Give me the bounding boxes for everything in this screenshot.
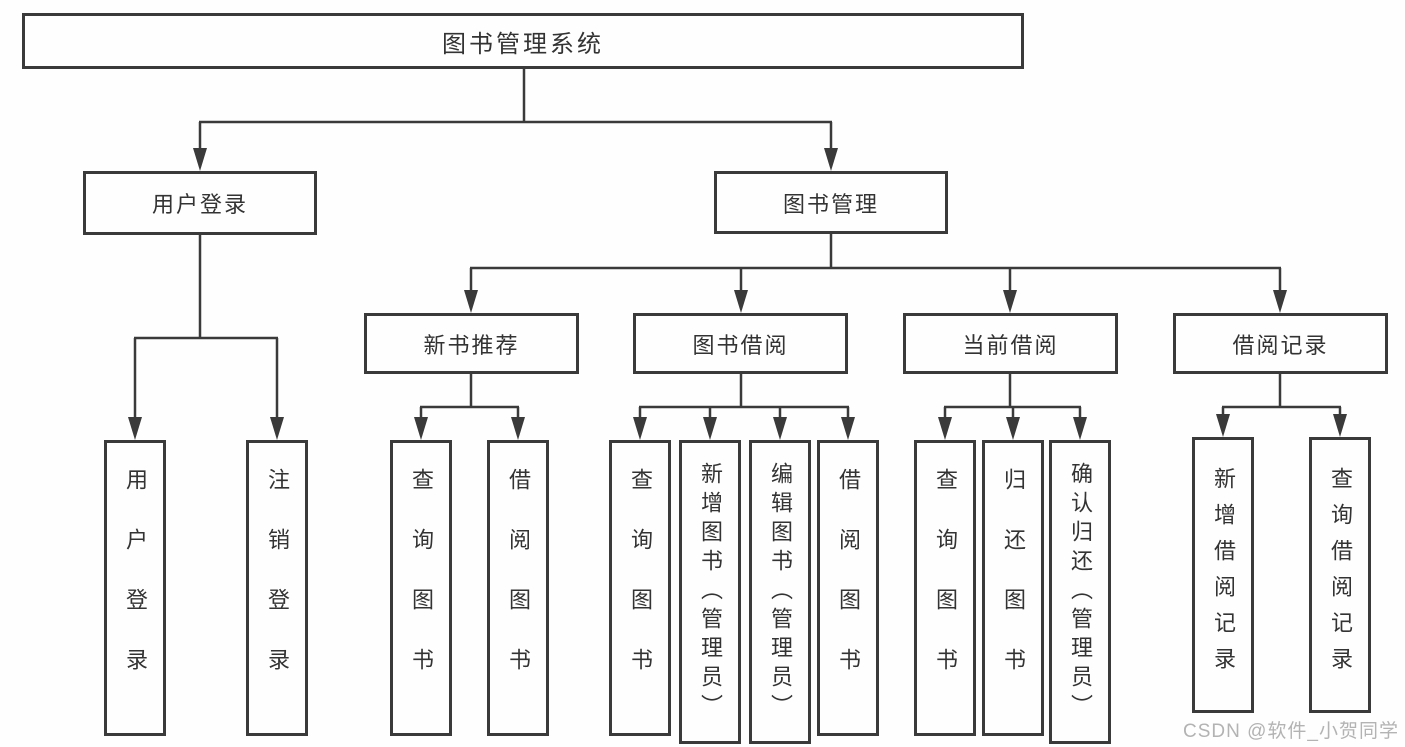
node-new-book-recommend: 新书推荐 [364, 313, 579, 374]
leaf-confirm-return-admin: 确认归还（管理员） [1049, 440, 1111, 744]
node-book-borrowing-label: 图书借阅 [692, 332, 789, 358]
node-root: 图书管理系统 [22, 13, 1024, 69]
node-user-login-branch: 用户登录 [83, 171, 317, 235]
leaf-logout-label: 注销登录 [265, 468, 290, 708]
leaf-return-book-label: 归还图书 [1001, 468, 1026, 708]
node-new-book-recommend-label: 新书推荐 [423, 332, 520, 358]
leaf-add-book-admin: 新增图书（管理员） [679, 440, 741, 744]
node-user-login-branch-label: 用户登录 [151, 192, 248, 217]
leaf-user-login-label: 用户登录 [123, 468, 148, 708]
leaf-edit-book-admin-label: 编辑图书（管理员） [768, 461, 793, 723]
leaf-add-borrow-record: 新增借阅记录 [1192, 437, 1254, 713]
node-current-borrowing-label: 当前借阅 [962, 332, 1059, 358]
leaf-user-login: 用户登录 [104, 440, 166, 736]
leaf-query-books-borrowing: 查询图书 [609, 440, 671, 736]
leaf-query-books-current: 查询图书 [914, 440, 976, 736]
leaf-query-books-borrowing-label: 查询图书 [628, 468, 653, 708]
leaf-confirm-return-admin-label: 确认归还（管理员） [1068, 461, 1093, 723]
leaf-borrow-books-borrowing: 借阅图书 [817, 440, 879, 736]
leaf-add-book-admin-label: 新增图书（管理员） [698, 461, 723, 723]
leaf-query-books-current-label: 查询图书 [933, 468, 958, 708]
node-root-label: 图书管理系统 [442, 30, 604, 58]
node-current-borrowing: 当前借阅 [903, 313, 1118, 374]
leaf-borrow-books-recommend: 借阅图书 [487, 440, 549, 736]
node-borrow-records-label: 借阅记录 [1232, 332, 1329, 358]
node-book-borrowing: 图书借阅 [633, 313, 848, 374]
leaf-query-books-recommend-label: 查询图书 [409, 468, 434, 708]
leaf-borrow-books-recommend-label: 借阅图书 [506, 468, 531, 708]
leaf-edit-book-admin: 编辑图书（管理员） [749, 440, 811, 744]
leaf-query-borrow-record: 查询借阅记录 [1309, 437, 1371, 713]
leaf-add-borrow-record-label: 新增借阅记录 [1211, 467, 1236, 683]
leaf-borrow-books-borrowing-label: 借阅图书 [836, 468, 861, 708]
node-borrow-records: 借阅记录 [1173, 313, 1388, 374]
leaf-query-books-recommend: 查询图书 [390, 440, 452, 736]
leaf-return-book: 归还图书 [982, 440, 1044, 736]
leaf-logout: 注销登录 [246, 440, 308, 736]
node-book-management-label: 图书管理 [782, 191, 879, 217]
leaf-query-borrow-record-label: 查询借阅记录 [1328, 467, 1353, 683]
node-book-management: 图书管理 [714, 171, 948, 234]
csdn-watermark: CSDN @软件_小贺同学 [1183, 721, 1399, 742]
